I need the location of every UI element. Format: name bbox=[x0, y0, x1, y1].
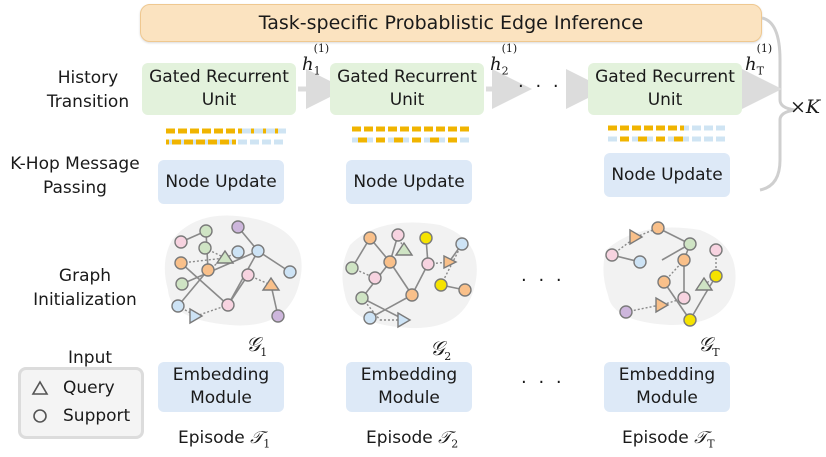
legend: Query Support bbox=[18, 367, 144, 439]
feature-bar-3 bbox=[608, 125, 728, 142]
node-update-2: Node Update bbox=[346, 160, 472, 204]
graph-t bbox=[603, 221, 736, 327]
graph-label-2: 𝒢2 bbox=[430, 336, 452, 363]
episode-2: Episode 𝒯2 bbox=[366, 428, 459, 451]
episode-t: Episode 𝒯T bbox=[622, 428, 715, 451]
input-label: Input bbox=[67, 348, 113, 368]
edge-inference-banner: Task-specific Probablistic Edge Inferenc… bbox=[140, 4, 762, 42]
legend-support: Support bbox=[31, 406, 130, 426]
repeat-label: ×K bbox=[790, 96, 821, 118]
graph-2 bbox=[342, 222, 477, 329]
gru-ellipsis: · · · bbox=[518, 76, 562, 97]
graph-ellipsis: · · · bbox=[521, 270, 565, 291]
hidden-state-2: h2(1) bbox=[490, 42, 518, 78]
feature-bar-2 bbox=[352, 126, 472, 143]
legend-query: Query bbox=[31, 378, 115, 398]
feature-bar-1 bbox=[166, 128, 286, 145]
triangle-icon bbox=[31, 380, 49, 395]
graph-label-t: 𝒢T bbox=[698, 332, 720, 359]
circle-icon bbox=[33, 409, 47, 423]
embedding-ellipsis: · · · bbox=[521, 372, 565, 393]
episode-1: Episode 𝒯1 bbox=[178, 428, 271, 451]
hidden-state-t: hT(1) bbox=[745, 42, 773, 78]
node-update-1: Node Update bbox=[158, 160, 284, 204]
node-update-3: Node Update bbox=[604, 153, 730, 197]
hidden-state-1: h1(1) bbox=[302, 42, 330, 78]
graph-label-1: 𝒢1 bbox=[246, 332, 268, 359]
graph-1 bbox=[164, 215, 302, 326]
